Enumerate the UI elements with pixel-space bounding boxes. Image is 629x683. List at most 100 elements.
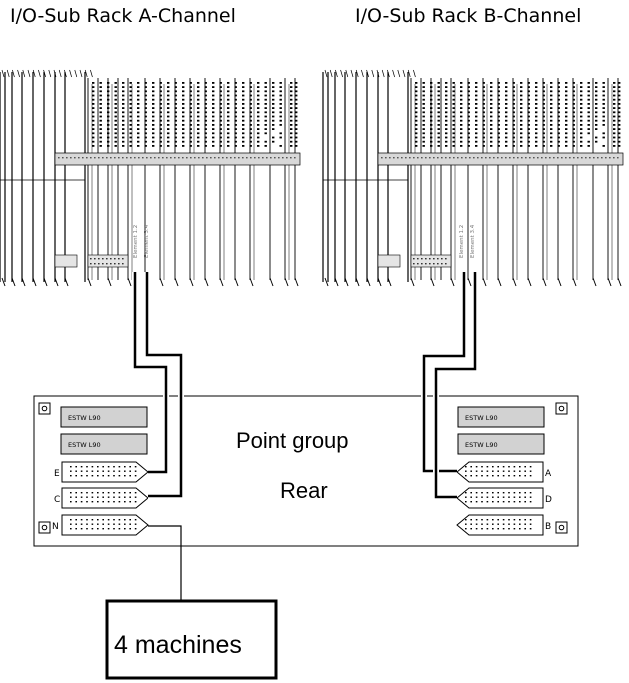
rack-pin xyxy=(520,136,523,139)
connector-label-n: N xyxy=(52,522,59,532)
rack-pin xyxy=(167,103,170,105)
rack-pin xyxy=(295,103,298,105)
rack-pin xyxy=(452,124,455,126)
connector-pin xyxy=(113,475,115,477)
rack-pin xyxy=(242,124,245,126)
rack-pin xyxy=(249,94,252,97)
rack-pin xyxy=(174,128,177,130)
rack-tick xyxy=(1,69,5,78)
rack-pin xyxy=(212,98,215,101)
connector-pin xyxy=(118,466,121,468)
rack-pin xyxy=(572,128,575,130)
rack-pin xyxy=(138,157,140,159)
connector-pin xyxy=(102,501,104,503)
rack-tick xyxy=(11,277,16,287)
connector-pin xyxy=(70,475,72,477)
rack-pin xyxy=(122,94,125,97)
rack-pin xyxy=(295,82,298,84)
rack-pin xyxy=(137,124,140,126)
rack-pin xyxy=(527,82,530,84)
rack-pin xyxy=(535,128,538,130)
rack-pin xyxy=(581,157,583,159)
rack-pin xyxy=(234,98,237,101)
rack-pin xyxy=(430,115,433,118)
rack-pin xyxy=(618,140,621,143)
connector-pin xyxy=(486,523,489,525)
rack-pin xyxy=(475,94,478,97)
rack-pin xyxy=(482,136,485,139)
rack-pin xyxy=(465,157,467,159)
rack-pin xyxy=(107,107,110,109)
rack-pin xyxy=(272,124,275,126)
rack-pin xyxy=(602,94,605,97)
rack-pin xyxy=(445,86,448,88)
rack-pin xyxy=(129,103,132,105)
rack-pin xyxy=(219,98,222,101)
rack-pin xyxy=(90,258,92,260)
rack-pin xyxy=(452,136,455,139)
estw-module-label: ESTW L90 xyxy=(465,441,498,449)
rack-tick xyxy=(467,277,472,287)
rack-pin xyxy=(242,119,245,122)
rack-pin xyxy=(475,103,478,105)
connector-pin xyxy=(524,496,526,498)
rack-pin xyxy=(452,103,455,105)
rack-tick xyxy=(32,69,36,78)
rack-pin xyxy=(159,98,162,101)
rack-pin xyxy=(74,157,76,159)
rack-pin xyxy=(242,94,245,97)
rack-pin xyxy=(430,128,433,130)
rack-pin xyxy=(437,145,440,147)
rack-pin xyxy=(437,107,440,109)
connector-pin xyxy=(502,528,505,530)
rack-pin xyxy=(227,124,230,126)
rack-pin xyxy=(527,90,530,93)
rack-pin xyxy=(535,115,538,118)
connector-pin xyxy=(86,523,88,525)
rack-pin xyxy=(565,140,568,143)
rack-pin xyxy=(587,128,590,130)
rack-pin xyxy=(475,111,478,114)
rack-pin xyxy=(167,86,170,88)
connector-pin xyxy=(470,523,472,525)
rack-pin xyxy=(295,145,298,147)
rack-a xyxy=(0,69,301,287)
rack-pin xyxy=(618,136,621,139)
connector-pin xyxy=(102,466,104,468)
rack-pin xyxy=(212,115,215,118)
rack-pin xyxy=(595,119,598,122)
connector-pin xyxy=(508,523,510,525)
rack-pin xyxy=(234,115,237,118)
rack-pin xyxy=(527,136,530,139)
connector-pin xyxy=(91,466,94,468)
rack-pin xyxy=(99,107,102,109)
rack-pin xyxy=(561,157,563,159)
rack-pin xyxy=(602,111,605,114)
rack-pin xyxy=(204,86,207,88)
rack-pin xyxy=(197,140,200,143)
rack-pin xyxy=(557,128,560,130)
rack-tick xyxy=(6,69,10,78)
rack-pin xyxy=(219,140,222,143)
rack-pin xyxy=(174,98,177,101)
rack-pin xyxy=(204,94,207,97)
rack-pin xyxy=(580,145,583,147)
connector-pin xyxy=(113,519,115,521)
rack-pin xyxy=(535,111,538,114)
rack-a-element-2-label: Element 3.4 xyxy=(144,224,150,258)
rack-pin xyxy=(159,86,162,88)
rack-tick xyxy=(397,69,401,78)
rack-tick xyxy=(381,69,385,78)
rack-pin xyxy=(505,115,508,118)
rack-pin xyxy=(290,82,293,84)
connector-pin xyxy=(86,501,88,503)
rack-pin xyxy=(114,86,117,88)
rack-pin xyxy=(505,94,508,97)
rack-pin xyxy=(477,157,479,159)
connector-pin xyxy=(113,501,115,503)
rack-pin xyxy=(295,136,298,139)
rack-pin xyxy=(279,119,282,122)
connector-pin xyxy=(107,528,110,530)
rack-pin xyxy=(437,111,440,114)
rack-pin xyxy=(605,157,607,159)
